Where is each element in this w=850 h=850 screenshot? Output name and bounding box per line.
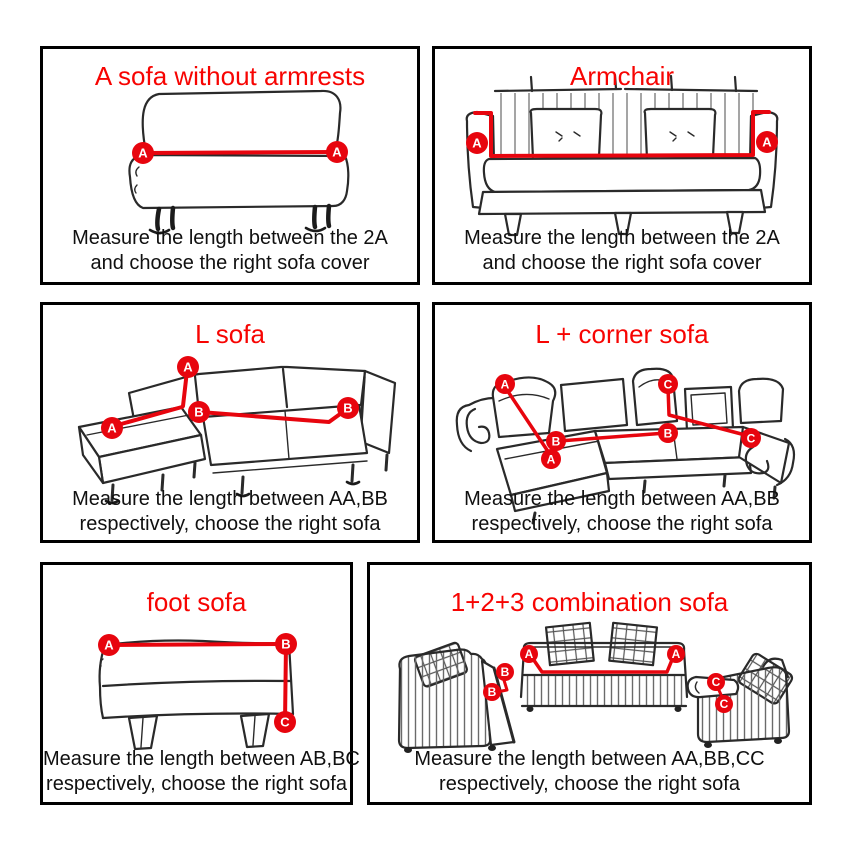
- marker-a-right: A: [667, 645, 685, 663]
- svg-text:C: C: [712, 675, 721, 689]
- marker-b-right: B: [658, 423, 678, 443]
- marker-a-top: A: [177, 356, 199, 378]
- measure-line-a-a: [112, 405, 184, 428]
- caption-line: Measure the length between the 2A: [464, 227, 780, 249]
- panel-foot-sofa: A B C foot sofa Measure the length betwe…: [40, 562, 360, 805]
- svg-text:A: A: [762, 135, 772, 150]
- panel-caption: Measure the length between the 2A and ch…: [435, 226, 809, 276]
- svg-text:A: A: [104, 638, 114, 653]
- svg-text:B: B: [664, 427, 673, 441]
- caption-line: Measure the length between AA,BB,CC: [414, 748, 765, 770]
- svg-text:B: B: [552, 435, 561, 449]
- svg-text:A: A: [547, 453, 556, 467]
- panel-l-sofa: A A B B L sofa Measure the length betwee…: [40, 302, 420, 543]
- panel-title: foot sofa: [146, 587, 247, 617]
- svg-text:B: B: [488, 685, 497, 699]
- panel-combination-sofa: B B A A C C 1+2+3 combination sofa Measu…: [367, 562, 812, 805]
- svg-text:C: C: [747, 432, 756, 446]
- caption-line: and choose the right sofa cover: [482, 252, 762, 274]
- caption-line: respectively, choose the right sofa: [439, 773, 740, 795]
- svg-text:B: B: [501, 665, 510, 679]
- svg-text:A: A: [472, 136, 482, 151]
- caption-line: Measure the length between the 2A: [72, 227, 388, 249]
- sofa-drawing: [465, 73, 779, 237]
- measure-line-a-a: [529, 653, 676, 674]
- marker-c-top: C: [658, 374, 678, 394]
- marker-a-right: A: [326, 141, 348, 163]
- panel-title: L sofa: [195, 319, 265, 349]
- svg-text:C: C: [664, 378, 673, 392]
- marker-a-chaise: A: [101, 417, 123, 439]
- svg-text:B: B: [343, 401, 352, 416]
- svg-text:C: C: [720, 697, 729, 711]
- sofa-without-armrests-illustration: A A: [128, 89, 350, 235]
- sofa-drawing: [128, 89, 350, 235]
- panel-sofa-without-armrests: A A A sofa without armrests Measure the …: [40, 46, 420, 285]
- svg-text:B: B: [194, 405, 203, 420]
- marker-a-left: A: [132, 142, 154, 164]
- sofa-drawing: [98, 639, 295, 751]
- three-seat-sofa: [519, 621, 689, 712]
- marker-b-corner: B: [188, 401, 210, 423]
- marker-a: A: [98, 634, 120, 656]
- marker-c: C: [274, 711, 296, 733]
- svg-text:A: A: [107, 421, 117, 436]
- combination-sofa-illustration: B B A A C C: [397, 621, 794, 753]
- measure-line-b-b: [557, 431, 668, 443]
- measure-line-a-b: [107, 642, 288, 647]
- panel-title: L + corner sofa: [535, 319, 709, 349]
- marker-b-left: B: [546, 431, 566, 451]
- armchair-illustration: A A: [465, 73, 779, 237]
- marker-a-left: A: [520, 645, 538, 663]
- svg-text:A: A: [501, 378, 510, 392]
- caption-line: Measure the length between AB,BC: [43, 748, 360, 770]
- marker-b-top: B: [496, 663, 514, 681]
- caption-line: respectively, choose the right sofa: [46, 773, 347, 795]
- svg-text:A: A: [672, 647, 681, 661]
- l-sofa-illustration: A A B B: [77, 356, 397, 505]
- l-corner-sofa-illustration: A A B B C C: [455, 367, 796, 525]
- caption-line: Measure the length between AA,BB: [72, 488, 388, 510]
- caption-line: respectively, choose the right sofa: [79, 513, 381, 535]
- panel-caption: Measure the length between the 2A and ch…: [43, 226, 417, 276]
- marker-a-right: A: [756, 131, 778, 153]
- svg-text:C: C: [280, 715, 290, 730]
- panel-caption: Measure the length between AB,BC respect…: [43, 747, 360, 797]
- measure-line-a-a: [141, 150, 339, 155]
- marker-c-right: C: [741, 428, 761, 448]
- marker-a-chaise: A: [541, 449, 561, 469]
- marker-c-top: C: [707, 673, 725, 691]
- single-sofa-back-view: [397, 641, 516, 753]
- svg-text:A: A: [332, 145, 342, 160]
- panel-title: Armchair: [569, 61, 674, 91]
- svg-text:A: A: [183, 360, 193, 375]
- panel-caption: Measure the length between AA,BB,CC resp…: [370, 747, 809, 797]
- measure-line-c-c: [666, 385, 751, 438]
- panel-caption: Measure the length between AA,BB respect…: [435, 487, 809, 537]
- sofa-drawing: [77, 365, 397, 505]
- measure-line-a-a: [503, 385, 553, 458]
- marker-a-top: A: [495, 374, 515, 394]
- foot-sofa-illustration: A B C: [98, 633, 297, 751]
- caption-line: respectively, choose the right sofa: [471, 513, 773, 535]
- panel-title: A sofa without armrests: [94, 61, 366, 91]
- caption-line: and choose the right sofa cover: [90, 252, 370, 274]
- svg-text:A: A: [525, 647, 534, 661]
- panel-caption: Measure the length between AA,BB respect…: [43, 487, 417, 537]
- armchair-side-view: [686, 652, 794, 748]
- measure-line-a-a: [473, 110, 771, 158]
- marker-b: B: [275, 633, 297, 655]
- marker-a-left: A: [466, 132, 488, 154]
- panel-armchair: A A Armchair Measure the length between …: [432, 46, 812, 285]
- caption-line: Measure the length between AA,BB: [464, 488, 780, 510]
- svg-text:B: B: [281, 637, 290, 652]
- marker-b-right: B: [337, 397, 359, 419]
- marker-b-bottom: B: [483, 683, 501, 701]
- marker-c-bottom: C: [715, 695, 733, 713]
- measure-line-b-c: [283, 642, 288, 724]
- panel-title: 1+2+3 combination sofa: [450, 587, 729, 617]
- panel-l-corner-sofa: A A B B C C L + corner sofa Measure the …: [432, 302, 812, 543]
- svg-text:A: A: [138, 146, 148, 161]
